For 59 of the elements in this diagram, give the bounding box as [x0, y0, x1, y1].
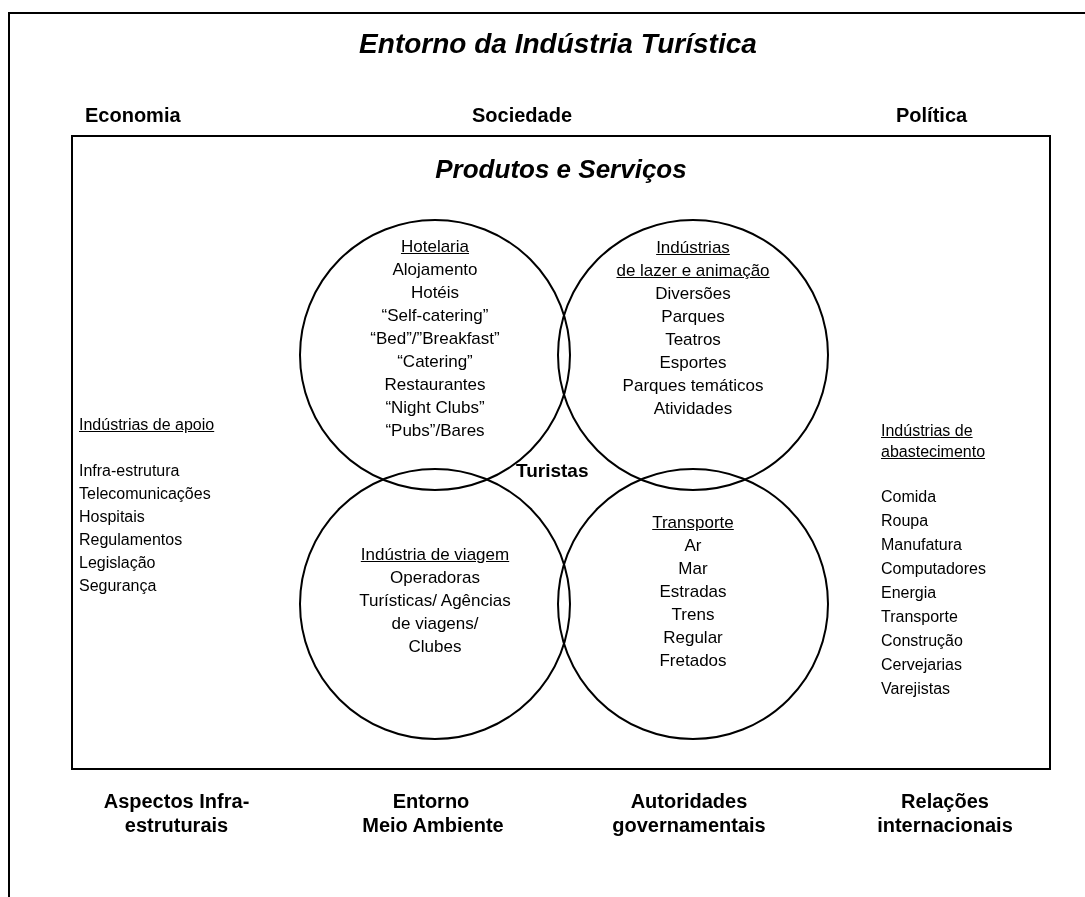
frame-box — [71, 135, 1051, 770]
category-item: “Bed”/”Breakfast” — [370, 328, 500, 350]
list-item: Manufatura — [881, 535, 962, 555]
list-item: Segurança — [79, 576, 157, 596]
list-item: Comida — [881, 487, 937, 507]
list-item: Energia — [881, 583, 937, 603]
category-item: Parques — [661, 306, 725, 328]
heading: Entorno da Indústria Turística — [359, 28, 757, 59]
list-item: Cervejarias — [881, 655, 962, 675]
category-item: Hotéis — [410, 282, 460, 304]
aspect-label: Entorno — [391, 789, 471, 813]
aspect-label: Economia — [85, 103, 181, 127]
list-item: Legislação — [79, 553, 156, 573]
list-item: Hospitais — [79, 507, 145, 527]
category-item: Clubes — [408, 636, 462, 658]
aspect-label: Meio Ambiente — [361, 813, 505, 837]
aspect-label: Relações internacionais — [876, 789, 1014, 837]
category-item: de viagens/ — [391, 613, 479, 635]
category-heading: Transporte — [652, 512, 734, 534]
category-item: Fretados — [659, 650, 727, 672]
category-item: “Pubs”/Bares — [385, 420, 485, 442]
list-item: Varejistas — [881, 679, 951, 699]
category-item: Alojamento — [392, 259, 478, 281]
category-item: Turísticas/ Agências — [359, 590, 511, 612]
list-item: Transporte — [881, 607, 958, 627]
category-item: Regular — [663, 627, 723, 649]
category-item: Diversões — [655, 283, 731, 305]
list-item: Construção — [881, 631, 963, 651]
list-item: Telecomunicações — [79, 484, 211, 504]
center-label: Turistas — [516, 460, 589, 481]
category-item: Restaurantes — [384, 374, 486, 396]
category-heading: Hotelaria — [400, 236, 469, 258]
category-item: Esportes — [659, 352, 727, 374]
aspect-label: Aspectos Infra-estruturais — [102, 789, 251, 837]
heading: Produtos e Serviços — [435, 154, 687, 184]
category-item: “Catering” — [397, 351, 473, 373]
category-item: Parques temáticos — [622, 375, 764, 397]
list-item: Regulamentos — [79, 530, 183, 550]
category-item: Operadoras — [390, 567, 480, 589]
list-item: Infra-estrutura — [79, 461, 180, 481]
category-item: Atividades — [653, 398, 733, 420]
list-heading: Indústrias de apoio — [79, 415, 215, 435]
list-item: Roupa — [881, 511, 929, 531]
category-heading: Indústria de viagem — [360, 544, 510, 566]
list-heading: Indústrias de abastecimento — [881, 421, 987, 462]
aspect-label: Sociedade — [472, 103, 573, 127]
category-item: “Night Clubs” — [385, 397, 485, 419]
category-heading: de lazer e animação — [616, 260, 770, 282]
category-item: Ar — [684, 535, 702, 557]
list-item: Computadores — [881, 559, 986, 579]
category-item: Trens — [671, 604, 715, 626]
frame-box — [8, 12, 1085, 897]
category-heading: Indústrias — [656, 237, 730, 259]
aspect-label: Política — [896, 103, 968, 127]
aspect-label: Autoridades governamentais — [611, 789, 767, 837]
category-item: “Self-catering” — [381, 305, 489, 327]
category-item: Estradas — [659, 581, 727, 603]
category-item: Mar — [678, 558, 708, 580]
category-item: Teatros — [665, 329, 721, 351]
